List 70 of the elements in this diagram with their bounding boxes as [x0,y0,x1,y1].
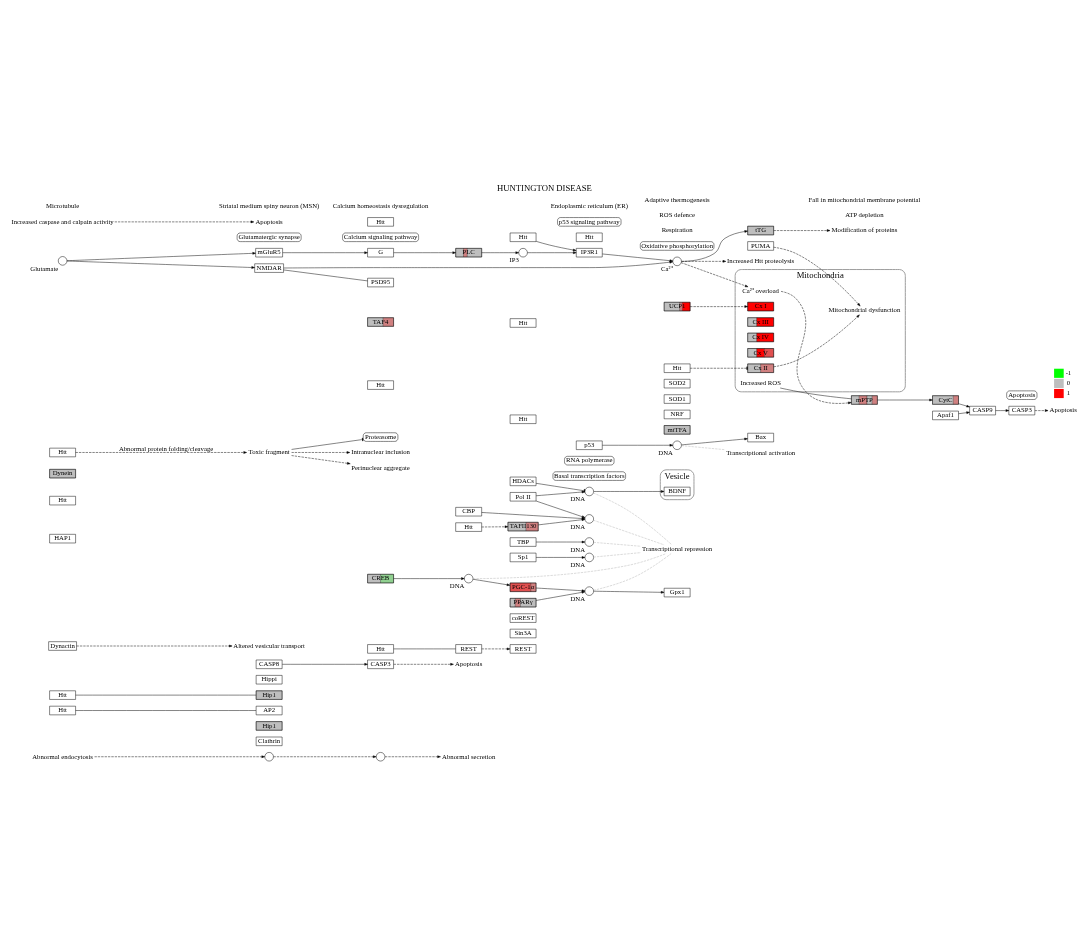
connector [681,445,726,450]
arrow [291,455,351,465]
node-circle [264,752,274,762]
connector [593,552,642,558]
arrow [681,437,748,446]
arrow [527,251,577,254]
arrow [773,229,831,232]
arrow [535,587,586,592]
node-circle [584,514,594,524]
arrow [681,230,748,262]
arrow [780,291,852,405]
arrow [773,246,861,307]
arrow [877,398,933,402]
node-circle [518,248,528,258]
arrow [114,220,255,224]
node-circle [672,256,682,266]
arrow [384,755,441,758]
arrow [393,663,454,666]
node-circle [584,552,594,562]
connector [593,553,672,591]
diagram-title: HUNTINGTON DISEASE [497,182,592,193]
node-circle [672,440,682,450]
arrow [282,251,368,254]
connector [593,492,673,546]
connector [689,366,748,370]
arrow [602,253,673,262]
connector [593,542,642,547]
connector [779,387,852,400]
node-circle [584,537,594,547]
arrow [282,663,368,666]
arrow [602,444,673,447]
arrow [689,305,748,308]
connector [593,520,665,546]
arrow [535,490,586,496]
arrow [273,755,377,758]
arrow [593,590,665,594]
arrow [535,241,577,252]
connector [535,483,586,493]
arrow [94,755,265,758]
arrow [393,577,465,580]
arrow [535,500,586,518]
arrow [995,409,1010,412]
arrow [393,251,456,254]
arrow [481,512,586,520]
arrow [958,411,970,414]
node-circle [464,574,474,584]
arrow [535,591,586,601]
arrow [472,579,511,586]
arrow [958,403,970,408]
arrow [481,251,519,254]
arrow [535,540,586,544]
arrow [681,260,727,263]
arrow [681,262,749,288]
arrow [75,451,247,454]
arrow [535,556,586,559]
arrow [291,451,351,454]
arrow [481,525,509,529]
arrow [773,314,860,368]
arrow [76,644,233,648]
arrow [66,260,255,269]
connector [291,437,364,450]
node-circle [376,752,386,762]
node-circle [58,256,68,266]
arrow [538,518,586,526]
arrow [593,490,665,493]
arrow [283,260,673,269]
arrow [1034,409,1049,412]
arrow [481,647,511,651]
node-circle [584,586,594,596]
connector [472,553,667,579]
